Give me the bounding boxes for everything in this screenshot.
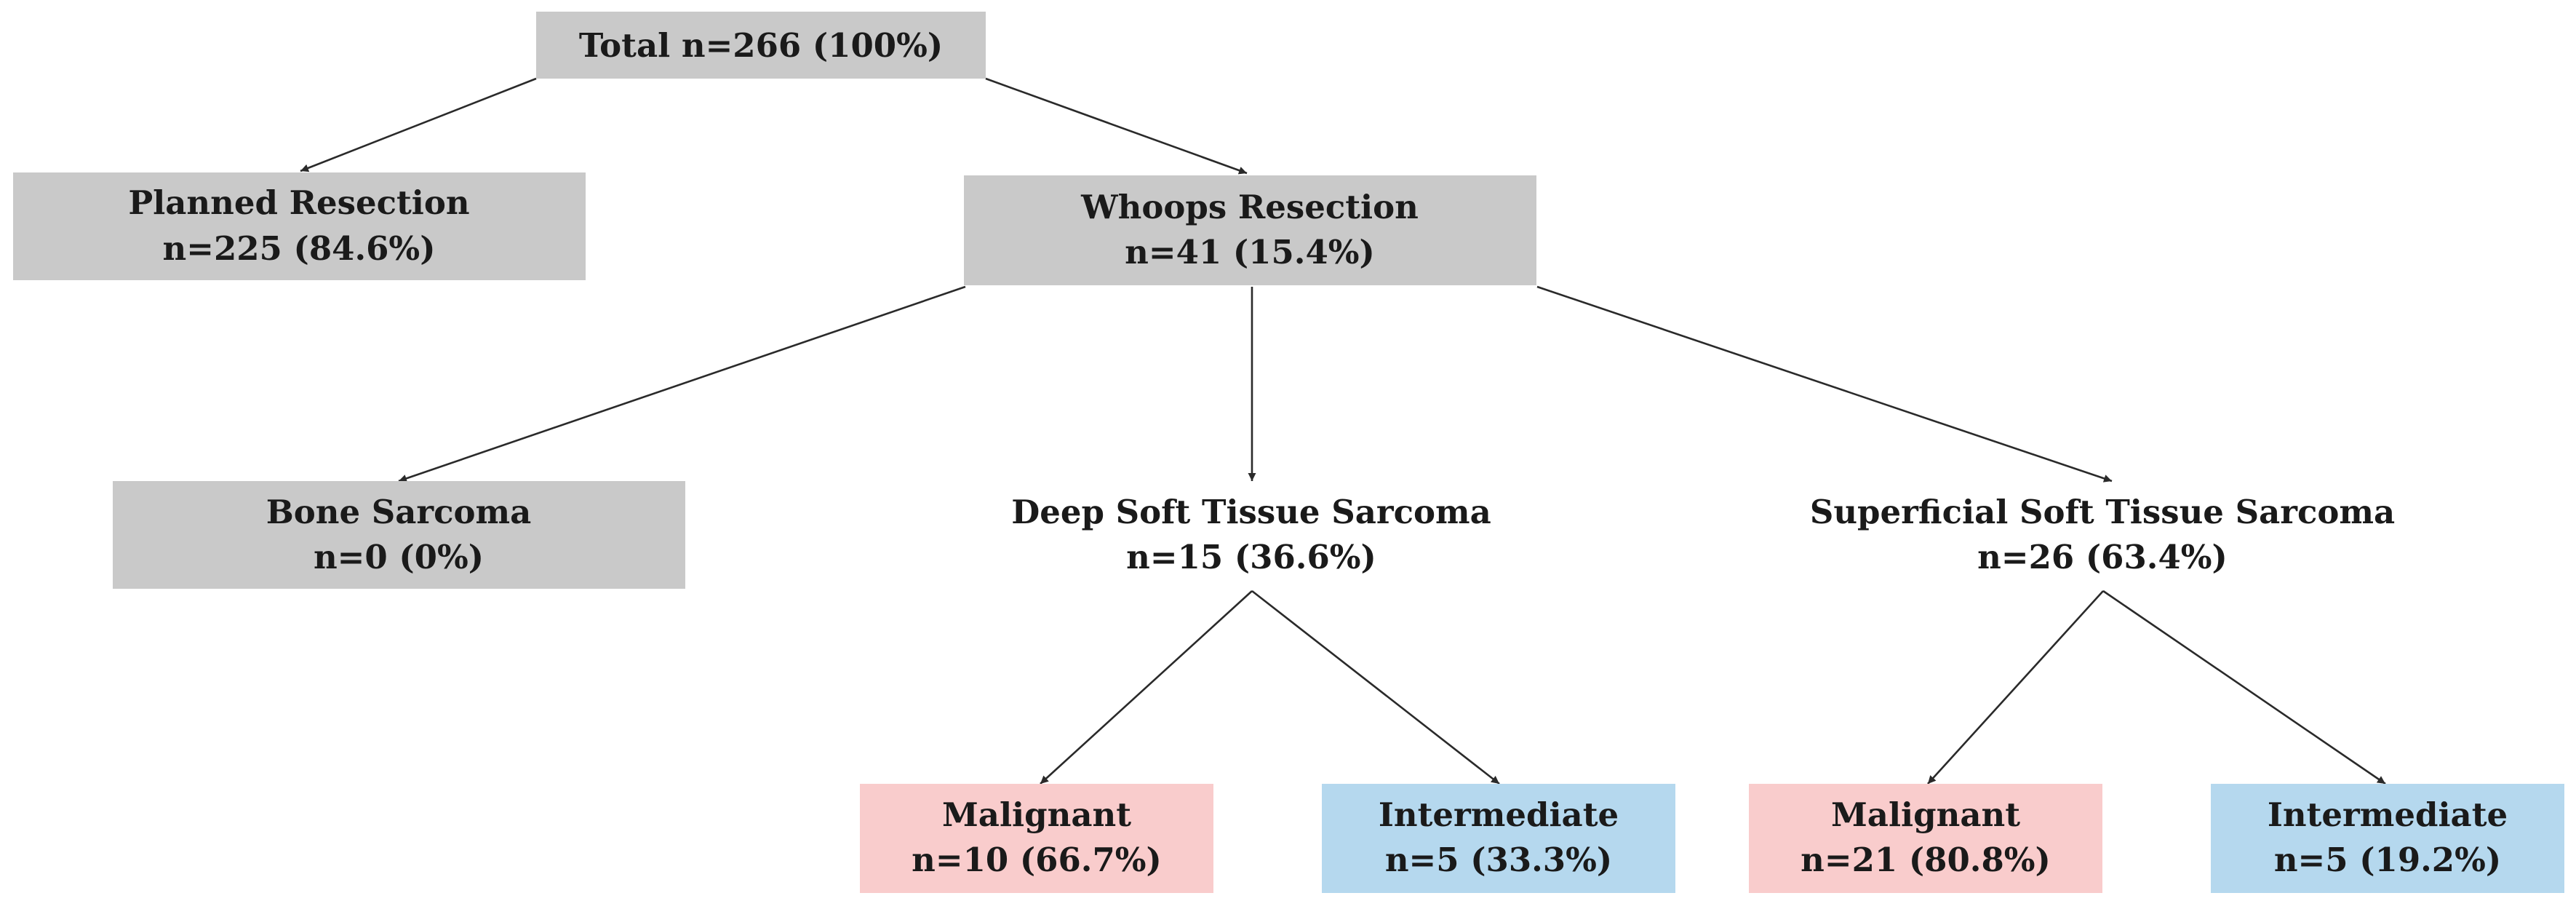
whoops-resection-title: Whoops Resection [1080, 188, 1419, 226]
deep-malignant-box [860, 784, 1213, 893]
deep-intermediate-title: Intermediate [1379, 795, 1619, 834]
superficial-intermediate-box [2211, 784, 2564, 893]
superficial-soft-tissue-sarcoma-count: n=26 (63.4%) [1977, 538, 2228, 576]
superficial-intermediate-node: Intermediate n=5 (19.2%) [2211, 784, 2564, 893]
planned-resection-count: n=225 (84.6%) [163, 229, 436, 268]
deep-intermediate-box [1322, 784, 1675, 893]
total-box [536, 12, 986, 79]
edge-superficial-to-malignant [1927, 590, 2104, 785]
superficial-malignant-node: Malignant n=21 (80.8%) [1749, 784, 2102, 893]
whoops-resection-box [964, 175, 1536, 285]
edge-superficial-to-intermediate [2102, 590, 2386, 785]
bone-sarcoma-node: Bone Sarcoma n=0 (0%) [113, 481, 685, 589]
edge-whoops-to-superficial [1536, 285, 2113, 483]
edge-whoops-to-bone [398, 285, 966, 483]
planned-resection-node: Planned Resection n=225 (84.6%) [13, 172, 586, 280]
planned-resection-title: Planned Resection [128, 183, 469, 222]
deep-intermediate-node: Intermediate n=5 (33.3%) [1322, 784, 1675, 893]
superficial-malignant-title: Malignant [1831, 795, 2020, 834]
bone-sarcoma-title: Bone Sarcoma [266, 493, 532, 531]
deep-soft-tissue-sarcoma-node: Deep Soft Tissue Sarcoma n=15 (36.6%) [1011, 493, 1491, 576]
bone-sarcoma-count: n=0 (0%) [314, 538, 484, 576]
deep-intermediate-count: n=5 (33.3%) [1385, 841, 1612, 879]
deep-malignant-node: Malignant n=10 (66.7%) [860, 784, 1213, 893]
deep-soft-tissue-sarcoma-title: Deep Soft Tissue Sarcoma [1011, 493, 1491, 531]
planned-resection-box [13, 172, 586, 280]
superficial-intermediate-count: n=5 (19.2%) [2274, 841, 2501, 879]
deep-malignant-title: Malignant [942, 795, 1131, 834]
superficial-soft-tissue-sarcoma-node: Superficial Soft Tissue Sarcoma n=26 (63… [1810, 493, 2395, 576]
edge-total-to-planned [300, 77, 537, 172]
superficial-intermediate-title: Intermediate [2268, 795, 2508, 834]
superficial-malignant-count: n=21 (80.8%) [1801, 841, 2051, 879]
bone-sarcoma-box [113, 481, 685, 589]
total-node: Total n=266 (100%) [536, 12, 986, 79]
superficial-soft-tissue-sarcoma-title: Superficial Soft Tissue Sarcoma [1810, 493, 2395, 531]
edge-deep-to-malignant [1040, 590, 1253, 785]
whoops-resection-count: n=41 (15.4%) [1125, 233, 1375, 271]
edges [300, 77, 2386, 785]
total-label: Total n=266 (100%) [579, 26, 943, 65]
deep-soft-tissue-sarcoma-count: n=15 (36.6%) [1126, 538, 1376, 576]
whoops-resection-node: Whoops Resection n=41 (15.4%) [964, 175, 1536, 285]
edge-total-to-whoops [985, 77, 1248, 175]
deep-malignant-count: n=10 (66.7%) [912, 841, 1162, 879]
edge-deep-to-intermediate [1251, 590, 1500, 785]
superficial-malignant-box [1749, 784, 2102, 893]
